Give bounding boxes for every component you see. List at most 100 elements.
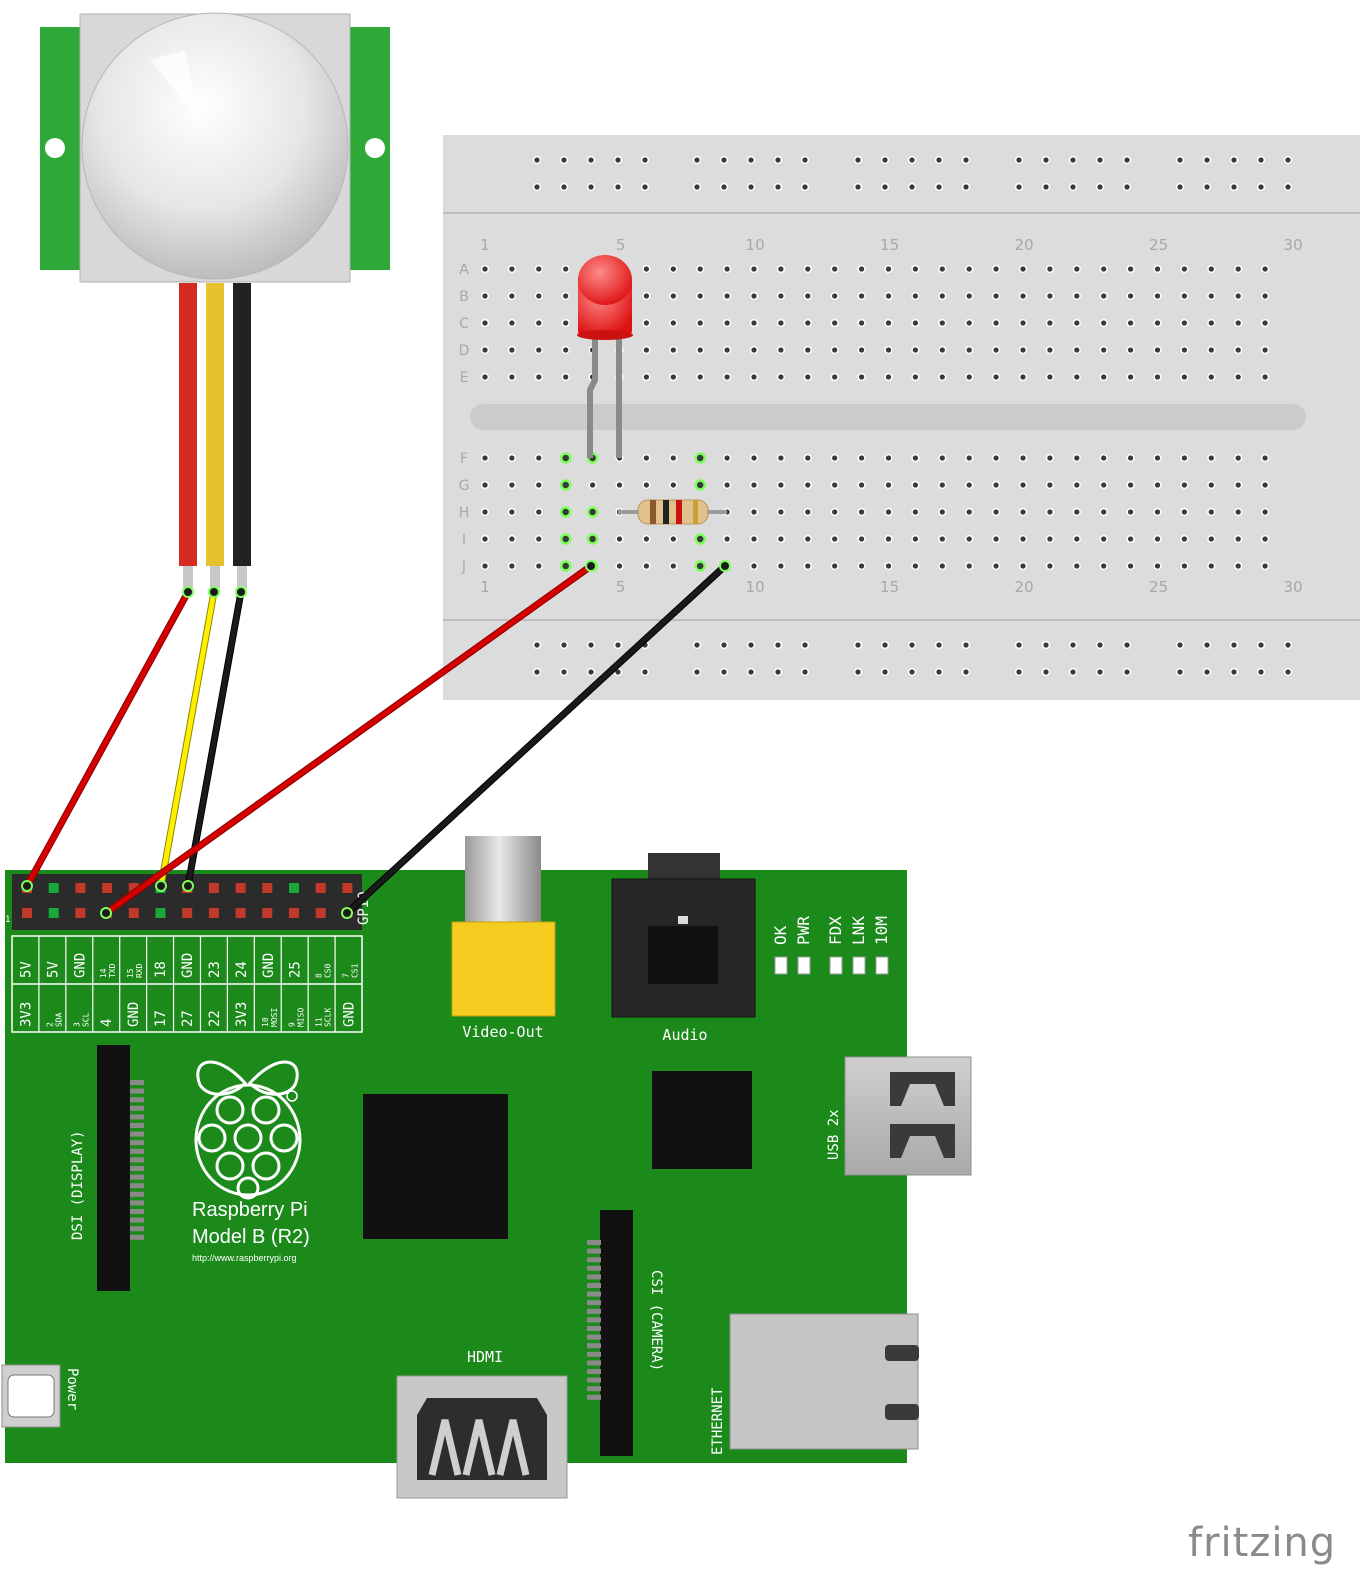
rail-hole[interactable] [719, 182, 729, 192]
gpio-pin[interactable] [315, 908, 326, 918]
breadboard-hole[interactable] [1180, 561, 1189, 571]
gpio-pin[interactable] [22, 908, 32, 918]
breadboard-hole[interactable] [938, 291, 947, 301]
breadboard-hole[interactable] [561, 318, 570, 328]
breadboard-hole[interactable] [884, 534, 893, 544]
breadboard-hole[interactable] [561, 264, 570, 274]
rail-hole[interactable] [1095, 155, 1105, 165]
breadboard-hole[interactable] [669, 480, 678, 490]
breadboard-hole[interactable] [884, 291, 893, 301]
breadboard-hole[interactable] [1018, 480, 1028, 490]
breadboard-hole[interactable] [507, 291, 517, 301]
breadboard-hole[interactable] [965, 372, 974, 382]
breadboard-hole[interactable] [1126, 534, 1135, 544]
breadboard-hole[interactable] [615, 480, 624, 490]
rail-hole[interactable] [692, 667, 702, 677]
breadboard-hole[interactable] [696, 291, 705, 301]
breadboard-hole[interactable] [507, 561, 517, 571]
breadboard-hole[interactable] [642, 453, 651, 463]
breadboard-hole[interactable] [991, 318, 1001, 328]
rail-hole[interactable] [532, 640, 542, 650]
breadboard-hole[interactable] [534, 318, 543, 328]
breadboard-hole[interactable] [884, 372, 893, 382]
breadboard-hole[interactable] [1099, 561, 1108, 571]
rail-hole[interactable] [1122, 182, 1132, 192]
gpio-pin[interactable] [235, 883, 246, 893]
breadboard-hole[interactable] [1099, 291, 1108, 301]
rail-hole[interactable] [1202, 640, 1212, 650]
breadboard-hole[interactable] [722, 534, 732, 544]
breadboard-hole[interactable] [1153, 561, 1162, 571]
breadboard-hole[interactable] [776, 345, 786, 355]
breadboard-hole[interactable] [749, 345, 759, 355]
breadboard-hole[interactable] [1072, 507, 1081, 517]
breadboard-hole[interactable] [749, 453, 759, 463]
breadboard-hole[interactable] [1099, 345, 1108, 355]
rail-hole[interactable] [934, 667, 944, 677]
breadboard-hole[interactable] [1045, 291, 1055, 301]
audio-connector[interactable]: Audio [611, 853, 756, 1044]
rail-hole[interactable] [1256, 155, 1266, 165]
breadboard-hole[interactable] [1260, 372, 1270, 382]
breadboard-hole[interactable] [1153, 318, 1162, 328]
breadboard-hole[interactable] [749, 507, 759, 517]
breadboard-hole[interactable] [1234, 507, 1243, 517]
breadboard-hole[interactable] [911, 480, 920, 490]
breadboard-hole[interactable] [1260, 453, 1270, 463]
rail-hole[interactable] [586, 182, 596, 192]
breadboard-hole[interactable] [1153, 453, 1162, 463]
breadboard-hole[interactable] [830, 318, 839, 328]
breadboard-hole[interactable] [642, 291, 651, 301]
breadboard-hole[interactable] [615, 561, 624, 571]
breadboard-hole[interactable] [938, 480, 947, 490]
breadboard-hole[interactable] [480, 264, 490, 274]
breadboard-hole[interactable] [1018, 345, 1028, 355]
rail-hole[interactable] [907, 182, 917, 192]
ethernet-connector[interactable]: ETHERNET [710, 1313, 919, 1455]
breadboard-hole[interactable] [1072, 372, 1081, 382]
rail-hole[interactable] [719, 155, 729, 165]
breadboard-hole[interactable] [938, 534, 947, 544]
breadboard-hole[interactable] [965, 345, 974, 355]
breadboard-hole[interactable] [669, 264, 678, 274]
rail-hole[interactable] [1041, 182, 1051, 192]
rail-hole[interactable] [961, 155, 971, 165]
breadboard-hole[interactable] [642, 345, 651, 355]
rail-hole[interactable] [853, 182, 863, 192]
breadboard-hole[interactable] [1207, 507, 1216, 517]
breadboard-hole[interactable] [696, 318, 705, 328]
breadboard-hole[interactable] [1207, 372, 1216, 382]
breadboard-hole[interactable] [803, 480, 812, 490]
breadboard-hole[interactable] [749, 372, 759, 382]
breadboard-hole[interactable] [857, 480, 866, 490]
breadboard-hole[interactable] [1180, 318, 1189, 328]
breadboard-hole[interactable] [642, 534, 651, 544]
breadboard-hole[interactable] [991, 561, 1001, 571]
breadboard-hole[interactable] [559, 560, 572, 572]
rail-hole[interactable] [880, 640, 890, 650]
rail-hole[interactable] [961, 182, 971, 192]
breadboard-hole[interactable] [1045, 561, 1055, 571]
breadboard-hole[interactable] [1207, 291, 1216, 301]
breadboard-hole[interactable] [1099, 453, 1108, 463]
video-out-connector[interactable]: Video-Out [451, 836, 556, 1041]
breadboard-hole[interactable] [1045, 507, 1055, 517]
breadboard-hole[interactable] [1045, 264, 1055, 274]
rail-hole[interactable] [1202, 667, 1212, 677]
rail-hole[interactable] [746, 640, 756, 650]
breadboard-hole[interactable] [1180, 480, 1189, 490]
breadboard-hole[interactable] [1153, 291, 1162, 301]
breadboard-hole[interactable] [669, 534, 678, 544]
breadboard-hole[interactable] [561, 291, 570, 301]
rail-hole[interactable] [1122, 640, 1132, 650]
rail-hole[interactable] [934, 640, 944, 650]
breadboard-hole[interactable] [696, 345, 705, 355]
breadboard-hole[interactable] [884, 453, 893, 463]
gpio-pin[interactable] [155, 908, 166, 918]
breadboard-hole[interactable] [507, 345, 517, 355]
usb-connector[interactable]: USB 2x [826, 1056, 972, 1176]
gpio-pin[interactable] [75, 908, 86, 918]
breadboard-hole[interactable] [1153, 507, 1162, 517]
breadboard-hole[interactable] [480, 345, 490, 355]
